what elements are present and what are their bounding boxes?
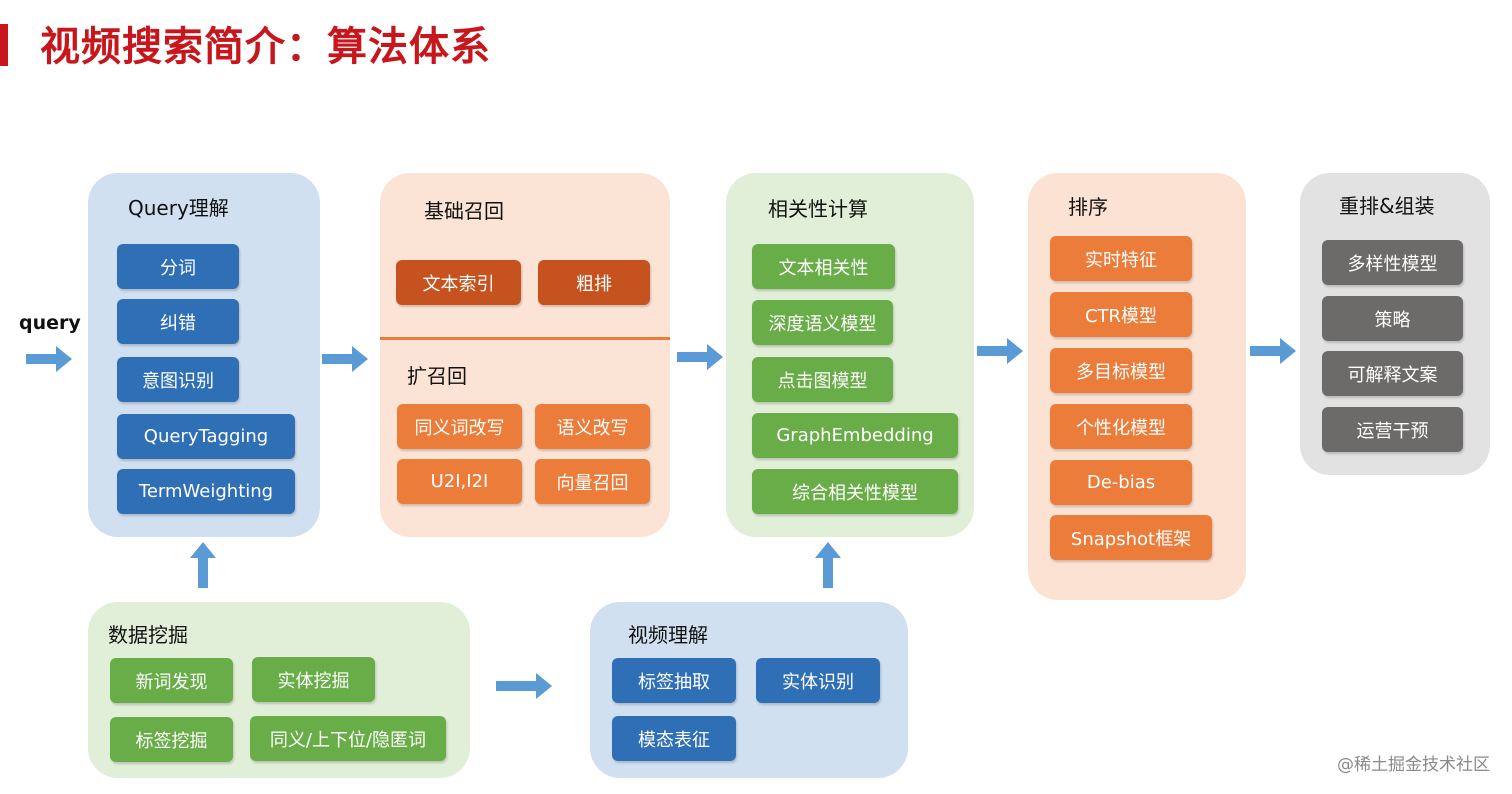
arrow-right-icon xyxy=(977,338,1023,364)
recall-divider xyxy=(380,337,670,340)
ranking-title: 排序 xyxy=(1068,195,1108,219)
intent-recognition-node: 意图识别 xyxy=(117,357,239,402)
de-bias-node: De-bias xyxy=(1050,460,1192,505)
arrow-right-icon xyxy=(677,344,723,370)
ctr-model-node: CTR模型 xyxy=(1050,292,1192,337)
overall-relevance-model-node: 综合相关性模型 xyxy=(752,469,958,514)
arrow-up-icon xyxy=(815,542,841,588)
relevance-title: 相关性计算 xyxy=(768,197,868,221)
synonym-hypernym-mining-node: 同义/上下位/隐匿词 xyxy=(250,716,446,761)
tag-mining-node: 标签挖掘 xyxy=(110,717,233,762)
diversity-model-node: 多样性模型 xyxy=(1322,240,1463,285)
strategy-node: 策略 xyxy=(1322,296,1463,341)
click-graph-model-node: 点击图模型 xyxy=(752,357,893,402)
arrow-right-icon xyxy=(322,346,368,372)
term-weighting-node: TermWeighting xyxy=(117,469,295,514)
query-label: query xyxy=(19,312,81,334)
synonym-rewrite-node: 同义词改写 xyxy=(397,404,522,449)
coarse-ranking-node: 粗排 xyxy=(538,260,650,305)
entity-mining-node: 实体挖掘 xyxy=(252,657,375,702)
arrow-right-icon xyxy=(496,673,552,699)
arrow-up-icon xyxy=(190,542,216,588)
deep-semantic-model-node: 深度语义模型 xyxy=(752,300,893,345)
snapshot-framework-node: Snapshot框架 xyxy=(1050,515,1212,560)
entity-recognition-node: 实体识别 xyxy=(756,658,880,703)
text-relevance-node: 文本相关性 xyxy=(752,244,895,289)
u2i-i2i-node: U2I,I2I xyxy=(397,459,522,504)
title-accent-bar xyxy=(0,24,8,66)
explainable-copy-node: 可解释文案 xyxy=(1322,351,1463,396)
realtime-feature-node: 实时特征 xyxy=(1050,236,1192,281)
base-recall-title: 基础召回 xyxy=(424,199,504,223)
extended-recall-title: 扩召回 xyxy=(407,364,467,388)
query-tagging-node: QueryTagging xyxy=(117,414,295,459)
watermark: @稀土掘金技术社区 xyxy=(1337,755,1490,775)
query-understanding-title: Query理解 xyxy=(128,196,229,220)
page-title: 视频搜索简介：算法体系 xyxy=(40,24,491,70)
data-mining-title: 数据挖掘 xyxy=(108,623,188,647)
arrow-right-icon xyxy=(1250,338,1296,364)
segmentation-node: 分词 xyxy=(117,244,239,289)
semantic-rewrite-node: 语义改写 xyxy=(535,404,650,449)
graph-embedding-node: GraphEmbedding xyxy=(752,413,958,458)
rerank-title: 重排&组装 xyxy=(1339,194,1435,218)
new-word-discovery-node: 新词发现 xyxy=(110,658,233,703)
spell-correction-node: 纠错 xyxy=(117,299,239,344)
modal-representation-node: 模态表征 xyxy=(612,716,736,761)
tag-extraction-node: 标签抽取 xyxy=(612,658,736,703)
multi-objective-model-node: 多目标模型 xyxy=(1050,348,1192,393)
vector-recall-node: 向量召回 xyxy=(535,459,650,504)
personalization-model-node: 个性化模型 xyxy=(1050,404,1192,449)
arrow-right-icon xyxy=(26,346,72,372)
video-understanding-title: 视频理解 xyxy=(628,623,708,647)
operation-intervention-node: 运营干预 xyxy=(1322,407,1463,452)
text-index-node: 文本索引 xyxy=(396,260,521,305)
